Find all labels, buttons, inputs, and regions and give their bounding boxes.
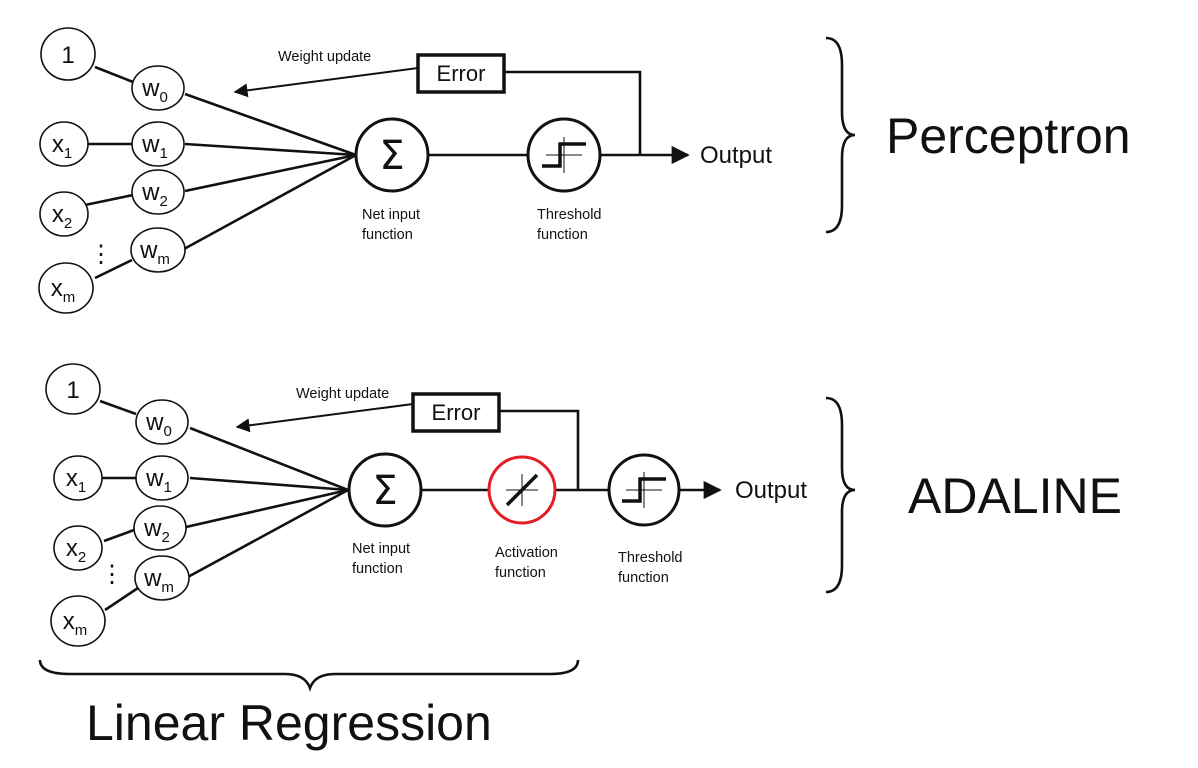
input-label: xm (63, 608, 88, 639)
input-label: 1 (66, 377, 79, 404)
linear-regression-title: Linear Regression (86, 695, 492, 751)
svg-text:Error: Error (437, 61, 486, 86)
weight-node: w0 (131, 65, 185, 111)
linear-regression-brace (38, 659, 580, 692)
sigma-icon: Σ (379, 133, 404, 179)
error-box: Error (416, 53, 506, 94)
perceptron-brace (825, 36, 856, 234)
input-node: x2 (39, 191, 89, 237)
perceptron-title: Perceptron (886, 108, 1131, 164)
weight-node: wm (134, 555, 190, 601)
perceptron-diagram: 1 x1 x2 xm ⋮ w0 w1 w2 wm (38, 27, 1131, 314)
threshold-node (607, 453, 681, 527)
net-input-node: Σ (354, 117, 430, 193)
input-node: 1 (40, 27, 96, 81)
output-label: Output (700, 142, 772, 169)
input-node: xm (38, 262, 94, 314)
input-node: xm (50, 595, 106, 647)
adaline-title: ADALINE (908, 468, 1122, 524)
weight-label: wm (143, 565, 174, 596)
weight-node: w2 (131, 169, 185, 215)
input-label: x2 (66, 535, 86, 566)
weight-node: w1 (135, 455, 189, 501)
linear-function-icon (505, 473, 539, 507)
input-label: xm (51, 275, 76, 306)
error-box: Error (411, 392, 501, 433)
adaline-brace (825, 396, 856, 594)
weight-node: w0 (135, 399, 189, 445)
step-function-icon (622, 472, 666, 508)
weight-node: w1 (131, 121, 185, 167)
input-label: 1 (61, 42, 74, 69)
weight-node: w2 (133, 505, 187, 551)
weight-label: w1 (145, 465, 172, 496)
step-function-icon (542, 137, 586, 173)
sigma-icon: Σ (372, 468, 397, 514)
activation-node (487, 455, 557, 525)
svg-text:Error: Error (432, 400, 481, 425)
weight-label: w2 (143, 515, 170, 546)
adaline-diagram: 1 x1 x2 xm ⋮ w0 w1 w2 wm (45, 363, 1122, 647)
weight-label: w0 (141, 75, 168, 106)
threshold-node (526, 117, 602, 193)
input-node: x1 (39, 121, 89, 167)
weight-update-label: Weight update (296, 386, 389, 402)
input-label: x2 (52, 201, 72, 232)
input-label: x1 (66, 465, 86, 496)
input-node: 1 (45, 363, 101, 415)
weight-label: w0 (145, 409, 172, 440)
weight-label: wm (139, 237, 170, 268)
ellipsis: ⋮ (89, 241, 113, 268)
weight-label: w2 (141, 179, 168, 210)
net-input-node: Σ (347, 452, 423, 528)
output-label: Output (735, 477, 807, 504)
weight-update-label: Weight update (278, 49, 371, 65)
input-node: x1 (53, 455, 103, 501)
weight-label: w1 (141, 131, 168, 162)
input-label: x1 (52, 131, 72, 162)
input-node: x2 (53, 525, 103, 571)
ellipsis: ⋮ (100, 561, 124, 588)
weight-node: wm (130, 227, 186, 273)
